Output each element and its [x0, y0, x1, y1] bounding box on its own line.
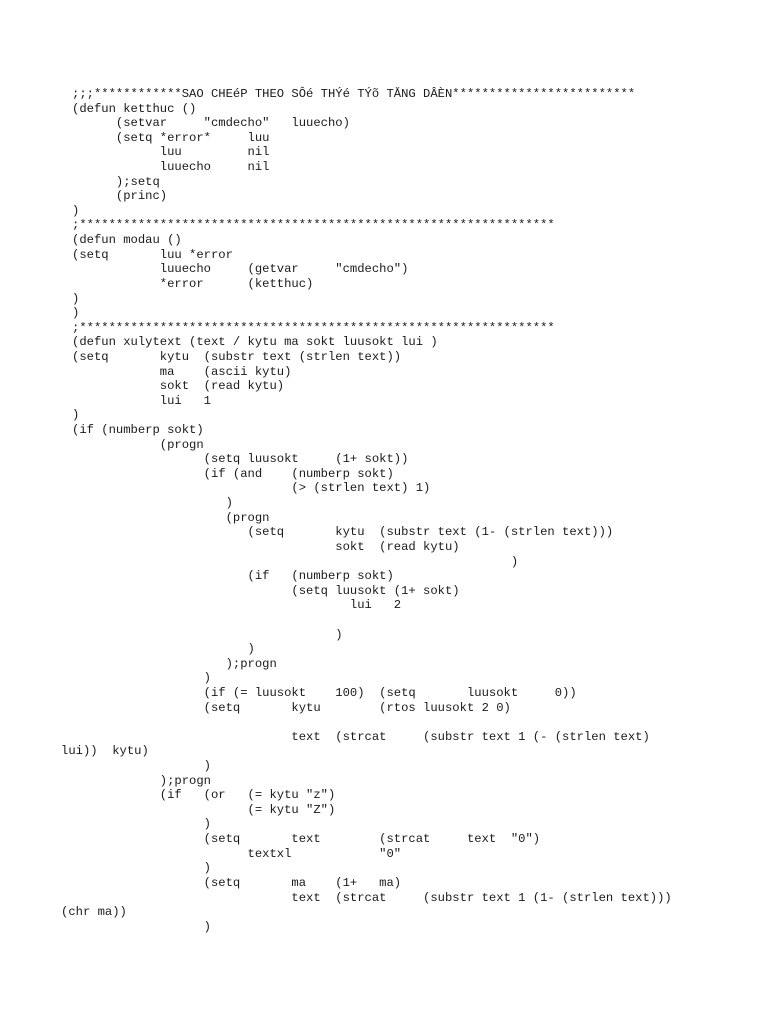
code-line: (progn: [72, 510, 270, 525]
code-line: ): [72, 671, 211, 686]
code-line: luuecho nil: [72, 160, 270, 175]
code-line: lui 2: [72, 598, 402, 613]
code-line: lui 1: [72, 393, 211, 408]
code-line: (if (= luusokt 100) (setq luusokt 0)): [72, 685, 577, 700]
code-line: (setq kytu (substr text (strlen text)): [72, 349, 402, 364]
code-line: (setq luusokt (1+ sokt): [72, 583, 460, 598]
code-line: (defun ketthuc (): [72, 101, 197, 116]
code-line: (setq text (strcat text "0"): [72, 832, 541, 847]
code-line: *error (ketthuc): [72, 276, 314, 291]
code-line: ;;;************SAO CHEéP THEO SÔé THÝé T…: [72, 87, 636, 101]
code-line: );setq: [72, 174, 160, 189]
code-line: ;***************************************…: [72, 320, 555, 335]
code-line: (if (numberp sokt): [72, 423, 204, 438]
code-line: (defun xulytext (text / kytu ma sokt luu…: [72, 335, 438, 350]
code-line: ;***************************************…: [72, 218, 555, 233]
code-line: (setq kytu (substr text (1- (strlen text…: [72, 525, 614, 540]
code-line: (if (or (= kytu "z"): [72, 788, 336, 803]
code-line: (chr ma)): [61, 905, 127, 920]
code-line: ): [72, 919, 211, 934]
code-line: (setq luu *error: [72, 247, 233, 262]
code-line: ): [72, 627, 343, 642]
code-line: [72, 715, 672, 730]
code-line: (princ): [72, 189, 168, 204]
code-line: ): [72, 203, 80, 218]
code-line: (setq luusokt (1+ sokt)): [72, 452, 409, 467]
code-line: (if (numberp sokt): [72, 569, 394, 584]
code-line: [72, 613, 672, 628]
code-line: ): [72, 408, 80, 423]
lisp-code-block: ;;;************SAO CHEéP THEO SÔé THÝé T…: [61, 87, 672, 934]
code-line: ): [72, 291, 80, 306]
code-line: ): [72, 306, 80, 321]
code-line: luuecho (getvar "cmdecho"): [72, 262, 409, 277]
code-line: (> (strlen text) 1): [72, 481, 431, 496]
code-line: (setq ma (1+ ma): [72, 875, 402, 890]
code-line: (= kytu "Z"): [72, 802, 336, 817]
code-line: (if (and (numberp sokt): [72, 466, 394, 481]
code-line: ): [72, 496, 233, 511]
code-line: text (strcat (substr text 1 (1- (strlen …: [72, 890, 672, 905]
code-line: (setq kytu (rtos luusokt 2 0): [72, 700, 511, 715]
code-line: );progn: [72, 656, 277, 671]
code-line: (setvar "cmdecho" luuecho): [72, 116, 350, 131]
code-line: );progn: [72, 773, 211, 788]
code-line: lui)) kytu): [61, 744, 149, 759]
code-line: ma (ascii kytu): [72, 364, 292, 379]
code-line: (setq *error* luu: [72, 130, 270, 145]
code-line: ): [72, 642, 255, 657]
code-line: luu nil: [72, 145, 270, 160]
code-line: sokt (read kytu): [72, 539, 460, 554]
code-line: ): [72, 861, 211, 876]
code-line: ): [72, 817, 211, 832]
code-line: ): [72, 554, 519, 569]
code-line: (progn: [72, 437, 204, 452]
code-line: sokt (read kytu): [72, 379, 285, 394]
code-line: ): [72, 759, 211, 774]
code-line: (defun modau (): [72, 233, 182, 248]
code-line: textxl "0": [72, 846, 402, 861]
code-line: text (strcat (substr text 1 (- (strlen t…: [72, 729, 650, 744]
